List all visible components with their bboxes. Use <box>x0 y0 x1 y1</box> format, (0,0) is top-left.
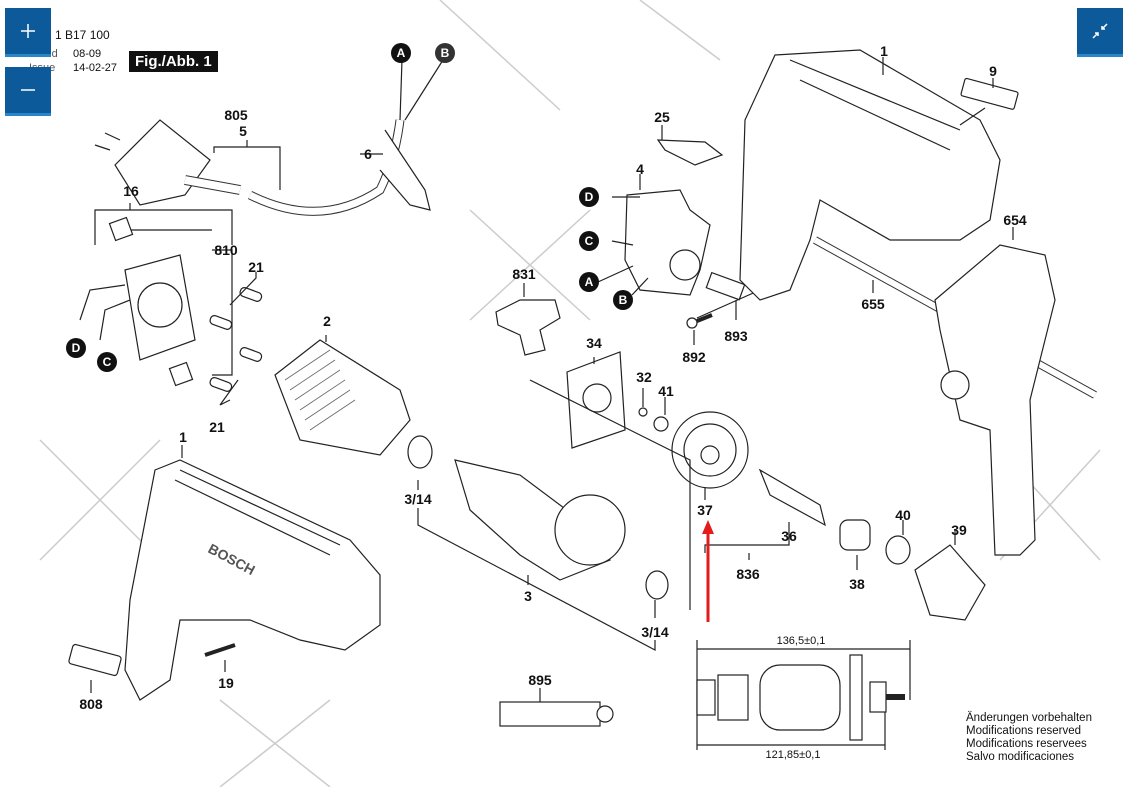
part-label-3-14-right: 3/14 <box>641 624 669 640</box>
minus-icon <box>21 89 35 91</box>
part-label-41: 41 <box>658 383 674 399</box>
part-label-895: 895 <box>528 672 552 688</box>
switch-cover <box>495 283 561 356</box>
armature <box>407 379 691 651</box>
highlight-arrow <box>702 520 714 622</box>
connector-c-brush: C <box>97 352 117 372</box>
connector-c-switch: C <box>579 231 599 251</box>
part-label-831: 831 <box>512 266 536 282</box>
carbon-brushes <box>209 272 263 406</box>
connector-b-switch: B <box>613 290 633 310</box>
switch-lever <box>656 125 724 166</box>
part-label-37: 37 <box>697 502 713 518</box>
connector-a-cable: A <box>391 43 411 63</box>
dimension-overall: 136,5±0,1 <box>776 635 826 647</box>
collapse-arrows-icon <box>1092 23 1108 39</box>
exit-fullscreen-button[interactable] <box>1077 8 1123 57</box>
connector-b-cable: B <box>435 43 455 63</box>
part-label-36: 36 <box>781 528 797 544</box>
connector-a-switch: A <box>579 272 599 292</box>
part-label-39: 39 <box>951 522 967 538</box>
part-label-810: 810 <box>214 242 238 258</box>
gear-plate <box>566 351 986 621</box>
part-label-16: 16 <box>123 183 139 199</box>
power-cord-plug <box>94 59 444 216</box>
brush-holder-assembly <box>79 203 233 387</box>
part-label-19: 19 <box>218 675 234 691</box>
connector-d-switch: D <box>579 187 599 207</box>
modification-notes: Änderungen vorbehalten Modifications res… <box>966 712 1092 764</box>
figure-label: Fig./Abb. 1 <box>129 51 218 72</box>
stand-value: 08-09 <box>73 48 102 60</box>
part-label-3: 3 <box>524 588 532 604</box>
part-label-32: 32 <box>636 369 652 385</box>
zoom-out-button[interactable] <box>5 67 51 116</box>
part-label-4: 4 <box>636 161 644 177</box>
part-number: 1 B17 100 <box>55 28 110 42</box>
part-label-2: 2 <box>323 313 331 329</box>
part-label-1-rear: 1 <box>880 43 888 59</box>
part-label-9: 9 <box>989 63 997 79</box>
cable-clamp <box>686 271 761 345</box>
plus-icon <box>21 24 35 38</box>
part-label-836: 836 <box>736 566 760 582</box>
part-label-892: 892 <box>682 349 706 365</box>
part-label-655: 655 <box>861 296 885 312</box>
part-label-654: 654 <box>1003 212 1027 228</box>
part-label-21-lower: 21 <box>209 419 225 435</box>
note-fr: Modifications reservees <box>966 738 1087 750</box>
part-label-893: 893 <box>724 328 748 344</box>
part-label-1-front: 1 <box>179 429 187 445</box>
part-label-34: 34 <box>586 335 602 351</box>
part-label-5: 5 <box>239 123 247 139</box>
part-label-3-14-left: 3/14 <box>404 491 432 507</box>
armature-dimension-drawing <box>696 640 911 750</box>
part-label-805: 805 <box>224 107 248 123</box>
issue-value: 14-02-27 <box>73 62 118 74</box>
note-de: Änderungen vorbehalten <box>966 712 1092 724</box>
part-label-38: 38 <box>849 576 865 592</box>
auxiliary-handle <box>813 227 1097 556</box>
note-es: Salvo modificaciones <box>966 751 1075 763</box>
part-label-808: 808 <box>79 696 103 712</box>
zoom-in-button[interactable] <box>5 8 51 57</box>
part-label-21-upper: 21 <box>248 259 264 275</box>
grease-tube <box>499 688 614 727</box>
housing-half-right <box>739 49 1019 301</box>
on-off-switch <box>597 174 711 296</box>
dimension-inner: 121,85±0,1 <box>765 749 821 761</box>
stator-field <box>274 335 411 456</box>
part-label-40: 40 <box>895 507 911 523</box>
housing-half-left: BOSCH <box>68 445 381 701</box>
connector-d-brush: D <box>66 338 86 358</box>
part-label-25: 25 <box>654 109 670 125</box>
note-en: Modifications reserved <box>966 725 1082 737</box>
part-label-6: 6 <box>364 146 372 162</box>
